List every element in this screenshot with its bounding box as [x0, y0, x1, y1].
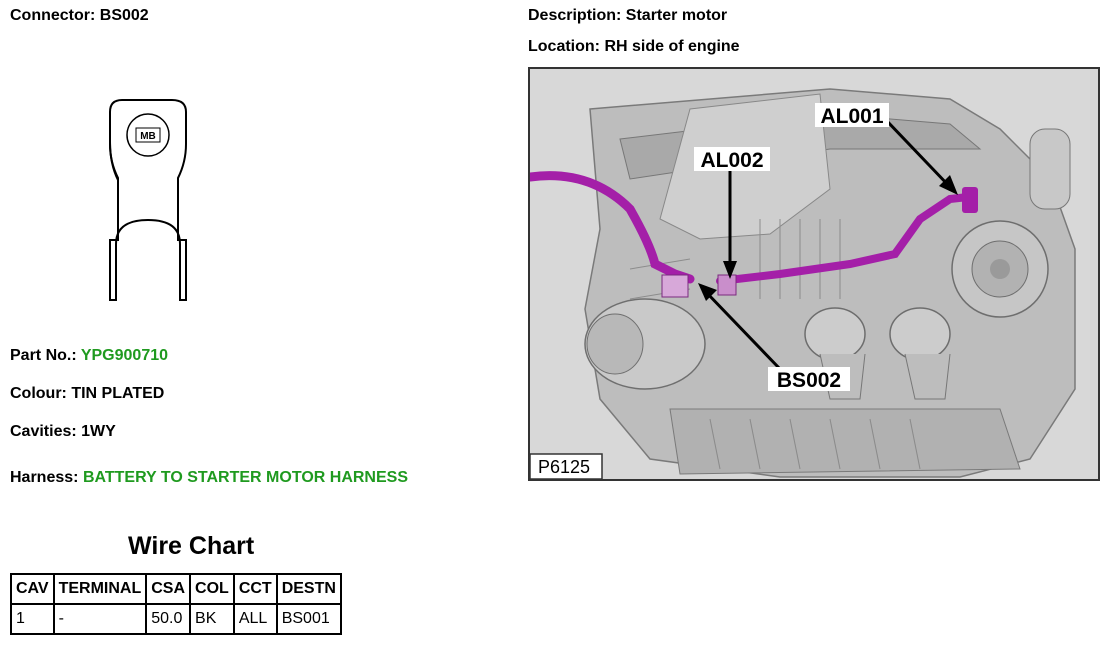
harness-line: Harness: BATTERY TO STARTER MOTOR HARNES…	[10, 469, 408, 487]
cavities-line: Cavities: 1WY	[10, 423, 116, 441]
connector-value: BS002	[99, 7, 149, 24]
connector-label: Connector:	[10, 7, 96, 24]
colour-line: Colour: TIN PLATED	[10, 385, 164, 403]
header-terminal: TERMINAL	[52, 573, 148, 605]
location-label: Location:	[528, 38, 600, 55]
header-destn: DESTN	[275, 573, 342, 605]
header-col: COL	[189, 573, 235, 605]
wire-chart-header-row: CAV TERMINAL CSA COL CCT DESTN	[10, 573, 342, 605]
harness-label: Harness:	[10, 469, 79, 486]
cell-cav: 1	[10, 603, 55, 635]
colour-label: Colour:	[10, 385, 67, 402]
harness-value[interactable]: BATTERY TO STARTER MOTOR HARNESS	[82, 469, 408, 486]
description-value: Starter motor	[625, 7, 728, 24]
header-csa: CSA	[145, 573, 192, 605]
cell-csa: 50.0	[145, 603, 192, 635]
engine-location-photo: AL001 AL002 BS002 P6125	[528, 67, 1100, 481]
callout-al001: AL001	[820, 105, 883, 128]
cell-col: BK	[189, 603, 235, 635]
connector-line: Connector: BS002	[10, 7, 149, 25]
description-label: Description:	[528, 7, 622, 24]
cavities-label: Cavities:	[10, 423, 77, 440]
cell-terminal: -	[52, 603, 148, 635]
callout-al002: AL002	[700, 149, 763, 172]
part-no-value[interactable]: YPG900710	[80, 347, 169, 364]
engine-illustration: AL001 AL002 BS002 P6125	[530, 69, 1098, 479]
location-line: Location: RH side of engine	[528, 38, 740, 56]
description-line: Description: Starter motor	[528, 7, 727, 25]
callout-bs002: BS002	[777, 369, 841, 392]
wire-chart-table: CAV TERMINAL CSA COL CCT DESTN 1 - 50.0 …	[10, 573, 342, 635]
cavities-value: 1WY	[81, 423, 116, 440]
header-cct: CCT	[232, 573, 278, 605]
wire-chart-title: Wire Chart	[128, 532, 255, 560]
photo-id: P6125	[538, 457, 590, 477]
cell-cct: ALL	[232, 603, 278, 635]
cell-destn: BS001	[275, 603, 342, 635]
ring-terminal-diagram: MB	[109, 99, 187, 301]
table-row: 1 - 50.0 BK ALL BS001	[10, 603, 342, 635]
part-no-line: Part No.: YPG900710	[10, 347, 168, 365]
location-value: RH side of engine	[604, 38, 740, 55]
terminal-marking: MB	[140, 131, 156, 142]
colour-value: TIN PLATED	[71, 385, 165, 402]
part-no-label: Part No.:	[10, 347, 77, 364]
header-cav: CAV	[10, 573, 55, 605]
